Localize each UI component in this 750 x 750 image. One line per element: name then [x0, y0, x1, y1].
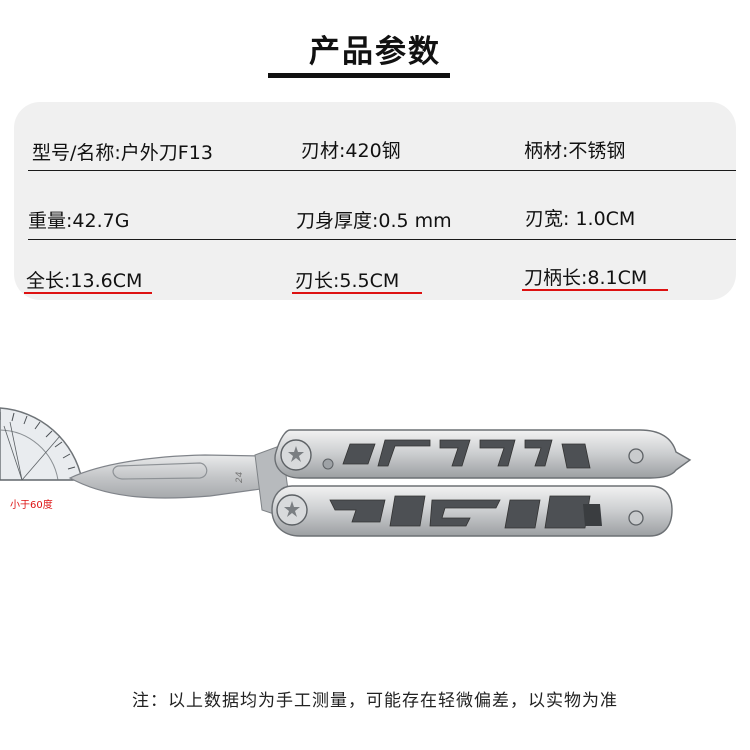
blade-marking: 24: [235, 471, 245, 483]
spec-blade-width: 刃宽: 1.0CM: [525, 208, 636, 230]
spec-handle-length: 刀柄长:8.1CM: [524, 267, 648, 289]
spec-panel: 型号/名称:户外刀F13 刃材:420钢 柄材:不锈钢 重量:42.7G 刀身厚…: [14, 102, 736, 300]
spec-weight: 重量:42.7G: [28, 210, 130, 232]
spec-blade-length: 刃长:5.5CM: [295, 270, 400, 292]
spec-blade-thickness: 刀身厚度:0.5 mm: [296, 210, 452, 232]
footer-note: 注：以上数据均为手工测量，可能存在轻微偏差，以实物为准: [132, 691, 618, 711]
title-underline: [268, 73, 450, 78]
protractor: [0, 407, 83, 481]
row-divider-2: [28, 239, 736, 240]
lower-handle: [271, 485, 673, 537]
row-divider-1: [28, 170, 736, 171]
blade-length-underline: [292, 292, 422, 294]
spec-model: 型号/名称:户外刀F13: [32, 142, 213, 164]
handle-length-underline: [522, 289, 668, 291]
spec-handle-material: 柄材:不锈钢: [524, 140, 626, 162]
knife-photo: 小于60度 24: [0, 407, 692, 537]
upper-handle: [274, 429, 692, 479]
page-title: 产品参数: [309, 34, 441, 70]
spec-blade-material: 刃材:420钢: [301, 140, 401, 162]
blade-grind: [112, 462, 208, 480]
angle-label: 小于60度: [10, 498, 53, 511]
total-length-underline: [24, 292, 152, 294]
spec-total-length: 全长:13.6CM: [26, 270, 143, 292]
